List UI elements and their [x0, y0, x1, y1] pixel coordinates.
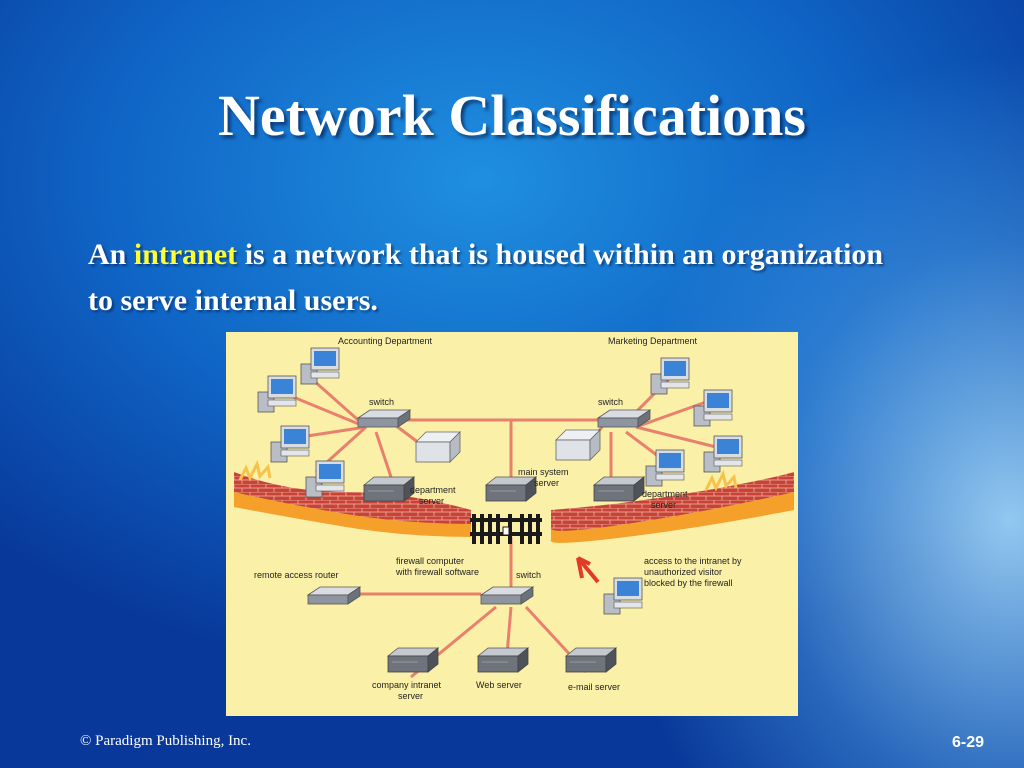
- body-prefix: An: [88, 238, 134, 271]
- slide-title: Network Classifications: [217, 83, 806, 148]
- label-visitor-3: blocked by the firewall: [644, 578, 733, 588]
- label-email-server: e-mail server: [568, 682, 620, 692]
- label-switch-right: switch: [598, 397, 623, 407]
- label-dept-server-right-2: server: [651, 500, 676, 510]
- label-web-server: Web server: [476, 680, 522, 690]
- label-firewall-computer: firewall computer: [396, 556, 464, 566]
- label-visitor-1: access to the intranet by: [644, 556, 742, 566]
- firewall-wall: [234, 459, 794, 543]
- server-icon: [593, 476, 645, 502]
- label-dept-server-left: department: [410, 485, 456, 495]
- server-icon: [477, 647, 529, 673]
- footer-copyright: © Paradigm Publishing, Inc.: [80, 733, 251, 749]
- label-main-server: main system: [518, 467, 569, 477]
- firewall-gate: [470, 514, 542, 544]
- label-intranet-server-2: server: [398, 691, 423, 701]
- body-suffix: is a network that is housed within an or…: [88, 238, 884, 317]
- switch-icon: [357, 409, 411, 428]
- label-firewall-software: with firewall software: [395, 567, 479, 577]
- body-text: An intranet is a network that is housed …: [88, 232, 908, 324]
- server-icon: [485, 476, 537, 502]
- switch-icon: [480, 586, 534, 605]
- printer-icon: [555, 429, 601, 461]
- label-dept-server-left-2: server: [419, 496, 444, 506]
- server-icon: [387, 647, 439, 673]
- label-marketing-department: Marketing Department: [608, 336, 698, 346]
- label-dept-server-right: department: [642, 489, 688, 499]
- label-visitor-2: unauthorized visitor: [644, 567, 722, 577]
- printer-icon: [415, 431, 461, 463]
- blocked-arrow-icon: [576, 556, 600, 584]
- switch-icon: [597, 409, 651, 428]
- label-main-server-2: server: [534, 478, 559, 488]
- label-intranet-server: company intranet: [372, 680, 442, 690]
- router-icon: [307, 586, 361, 605]
- label-accounting-department: Accounting Department: [338, 336, 433, 346]
- label-switch-left: switch: [369, 397, 394, 407]
- label-remote-router: remote access router: [254, 570, 339, 580]
- highlighted-term: intranet: [133, 238, 238, 271]
- intranet-diagram: Accounting Department Marketing Departme…: [226, 332, 798, 716]
- server-icon: [363, 476, 415, 502]
- server-icon: [565, 647, 617, 673]
- label-switch-bottom: switch: [516, 570, 541, 580]
- slide-number: 6-29: [952, 734, 985, 751]
